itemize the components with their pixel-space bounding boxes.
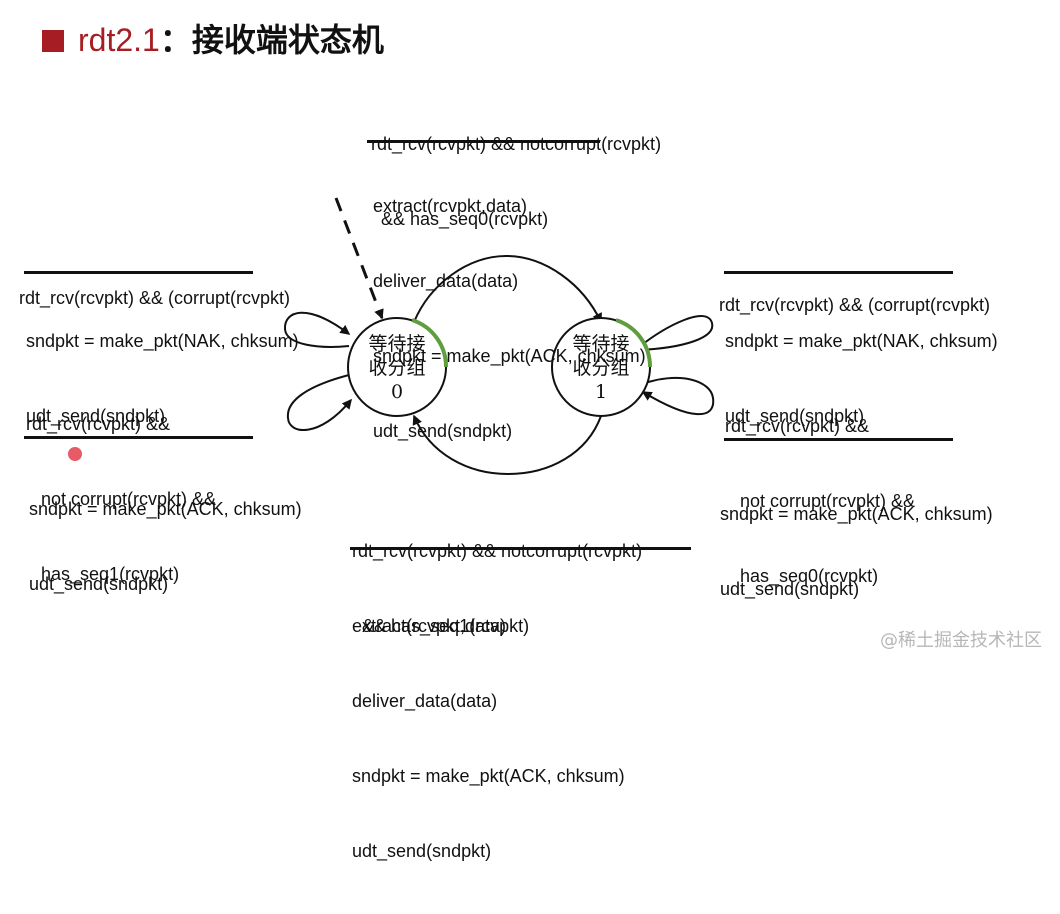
state-0-line-2: 收分组 [368,357,426,379]
right-seq0-condition: rdt_rcv(rcvpkt) && not corrupt(rcvpkt) &… [725,364,915,639]
bottom-action-line-2: deliver_data(data) [352,691,498,711]
state-1-line-2: 收分组 [572,357,630,379]
left-corrupt-action-line-1: sndpkt = make_pkt(NAK, chksum) [26,331,299,351]
state-0-line-3: 0 [390,381,404,403]
left-corrupt-divider [24,271,253,274]
top-action-line-4: udt_send(sndpkt) [373,421,513,441]
state-1-label: 等待接 收分组 1 [555,332,647,404]
title-separator: ： [159,21,192,59]
right-self-loop-top [637,315,714,355]
left-corrupt-action-line-2: udt_send(sndpkt) [26,406,166,426]
bottom-action-line-4: udt_send(sndpkt) [352,841,492,861]
top-action-line-3: sndpkt = make_pkt(ACK, chksum) [373,346,646,366]
state-1-line-1: 等待接 [572,333,630,355]
cursor-dot [68,447,82,461]
transition-arrow-top [413,254,602,324]
state-0-label: 等待接 收分组 0 [351,332,443,404]
bottom-action-line-1: extract(rcvpkt,data) [352,616,507,636]
title-bullet-square [42,29,64,52]
watermark-text: @稀土掘金技术社区 [880,630,1042,651]
right-seq0-condition-line-2: not corrupt(rcvpkt) && [725,491,916,511]
right-seq0-divider [724,438,953,441]
top-action-line-1: extract(rcvpkt,data) [373,196,528,216]
left-corrupt-condition: rdt_rcv(rcvpkt) && (corrupt(rcvpkt) [19,236,290,361]
state-0-line-1: 等待接 [368,333,426,355]
left-seq1-divider [24,436,253,439]
title-suffix: 接收端状态机 [191,21,384,59]
left-seq1-condition-line-1: rdt_rcv(rcvpkt) && [26,414,171,434]
left-corrupt-action: sndpkt = make_pkt(NAK, chksum) udt_send(… [26,279,299,479]
right-corrupt-divider [724,271,953,274]
state-1-line-3: 1 [594,381,608,403]
right-seq0-condition-line-3: has_seq0(rcvpkt) [725,566,879,586]
right-corrupt-action-line-1: sndpkt = make_pkt(NAK, chksum) [725,331,998,351]
page-title: rdt2.1：接收端状态机 [78,24,384,56]
bottom-transition-action: extract(rcvpkt,data) deliver_data(data) … [352,564,625,914]
bottom-transition-divider [350,547,691,550]
top-condition-line-1: rdt_rcv(rcvpkt) && notcorrupt(rcvpkt) [371,134,662,154]
top-transition-action: extract(rcvpkt,data) deliver_data(data) … [373,144,646,494]
right-seq0-action-line-1: sndpkt = make_pkt(ACK, chksum) [720,504,993,524]
top-transition-condition: rdt_rcv(rcvpkt) && notcorrupt(rcvpkt) &&… [371,82,661,282]
top-action-line-2: deliver_data(data) [373,271,519,291]
left-seq1-condition-line-3: has_seq1(rcvpkt) [26,564,180,584]
initial-transition-arrow [334,197,384,320]
right-self-loop-bottom [638,376,715,416]
slide-canvas: rdt2.1：接收端状态机 等待接 收分组 0 等待接 收分组 1 rd [19,18,1042,861]
right-corrupt-condition-line-1: rdt_rcv(rcvpkt) && (corrupt(rcvpkt) [719,295,991,315]
state-machine-diagram [68,197,715,476]
left-seq1-condition-line-2: not corrupt(rcvpkt) && [26,489,217,509]
left-seq1-action: sndpkt = make_pkt(ACK, chksum) udt_send(… [29,447,302,647]
bottom-action-line-3: sndpkt = make_pkt(ACK, chksum) [352,766,625,786]
right-corrupt-action-line-2: udt_send(sndpkt) [725,406,865,426]
title-prefix: rdt2.1 [78,22,160,58]
page-title-row: rdt2.1：接收端状态机 [42,18,384,62]
top-transition-divider [367,140,600,143]
bottom-condition-line-1: rdt_rcv(rcvpkt) && notcorrupt(rcvpkt) [352,541,643,561]
transition-arrow-bottom [412,414,602,476]
bottom-transition-condition: rdt_rcv(rcvpkt) && notcorrupt(rcvpkt) &&… [352,489,642,689]
left-self-loop-top [283,311,351,348]
right-seq0-action: sndpkt = make_pkt(ACK, chksum) udt_send(… [720,452,993,652]
left-seq1-action-line-2: udt_send(sndpkt) [29,574,169,594]
right-seq0-condition-line-1: rdt_rcv(rcvpkt) && [725,416,870,436]
state-1-highlight [615,318,653,368]
bottom-condition-line-2: && has_seq1(rcvpkt) [352,616,530,636]
left-seq1-action-line-1: sndpkt = make_pkt(ACK, chksum) [29,499,302,519]
left-corrupt-condition-line-1: rdt_rcv(rcvpkt) && (corrupt(rcvpkt) [19,288,291,308]
state-0-highlight [411,318,449,368]
right-corrupt-action: sndpkt = make_pkt(NAK, chksum) udt_send(… [725,279,998,479]
top-condition-line-2: && has_seq0(rcvpkt) [371,209,549,229]
left-seq1-condition: rdt_rcv(rcvpkt) && not corrupt(rcvpkt) &… [26,362,216,637]
right-corrupt-condition: rdt_rcv(rcvpkt) && (corrupt(rcvpkt) [719,243,990,368]
right-seq0-action-line-2: udt_send(sndpkt) [720,579,860,599]
left-self-loop-bottom [286,374,352,431]
